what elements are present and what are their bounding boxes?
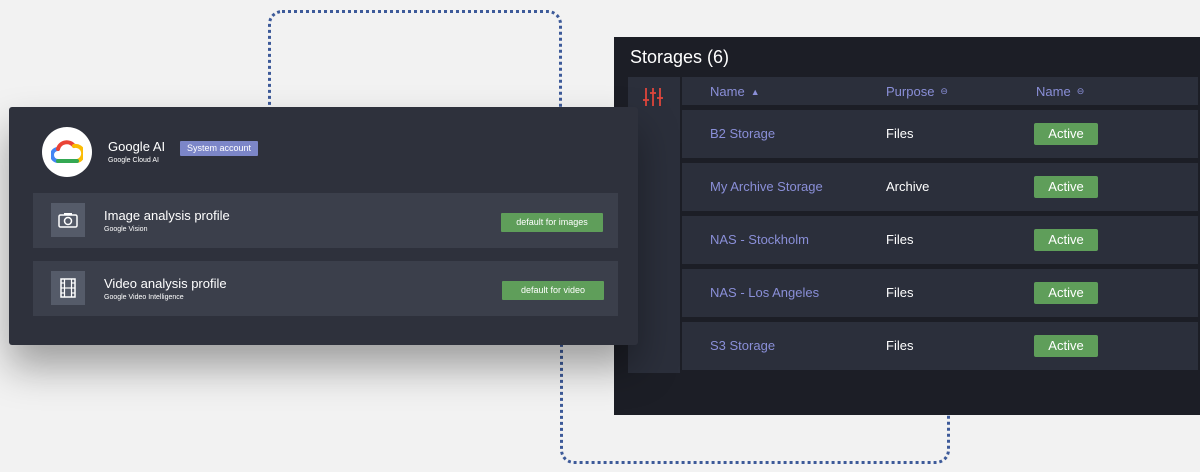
- table-row[interactable]: My Archive Storage Archive Active: [682, 163, 1198, 211]
- profile-row-image[interactable]: Image analysis profile Google Vision def…: [33, 193, 618, 248]
- column-header-purpose[interactable]: Purpose ⊖: [886, 84, 948, 99]
- table-header: Name ▲ Purpose ⊖ Name ⊖: [682, 77, 1198, 105]
- storage-purpose: Files: [886, 232, 914, 247]
- default-for-images-button[interactable]: default for images: [501, 213, 603, 232]
- sort-neutral-icon[interactable]: ⊖: [940, 86, 948, 96]
- column-header-label: Purpose: [886, 84, 935, 99]
- storage-name[interactable]: NAS - Stockholm: [710, 232, 809, 247]
- status-badge: Active: [1034, 229, 1098, 251]
- sort-ascending-icon[interactable]: ▲: [750, 86, 760, 97]
- camera-icon: [51, 203, 85, 237]
- default-for-video-button[interactable]: default for video: [502, 281, 604, 300]
- profile-subtitle: Google Video Intelligence: [104, 294, 184, 301]
- column-header-label: Name: [710, 84, 745, 99]
- storage-name[interactable]: S3 Storage: [710, 338, 776, 353]
- status-badge: Active: [1034, 123, 1098, 145]
- film-icon: [51, 271, 85, 305]
- storage-purpose: Files: [886, 285, 914, 300]
- storage-name[interactable]: My Archive Storage: [710, 179, 823, 194]
- storage-purpose: Files: [886, 338, 914, 353]
- storages-title: Storages (6): [630, 47, 730, 67]
- google-cloud-logo: [42, 127, 92, 177]
- table-row[interactable]: NAS - Stockholm Files Active: [682, 216, 1198, 264]
- account-name: Google AI: [108, 139, 166, 154]
- column-header-name[interactable]: Name ▲: [710, 84, 760, 99]
- system-account-badge: System account: [180, 141, 258, 156]
- status-badge: Active: [1034, 282, 1098, 304]
- profile-subtitle: Google Vision: [104, 226, 148, 233]
- sliders-icon[interactable]: [642, 87, 664, 112]
- ai-account-card: Google AI Google Cloud AI System account…: [9, 107, 638, 345]
- table-row[interactable]: B2 Storage Files Active: [682, 110, 1198, 158]
- status-badge: Active: [1034, 335, 1098, 357]
- status-badge: Active: [1034, 176, 1098, 198]
- column-header-label: Name: [1036, 84, 1071, 99]
- account-subtitle: Google Cloud AI: [108, 157, 159, 164]
- column-header-status[interactable]: Name ⊖: [1036, 84, 1084, 99]
- profile-name: Video analysis profile: [104, 276, 227, 291]
- table-row[interactable]: S3 Storage Files Active: [682, 322, 1198, 370]
- storage-purpose: Archive: [886, 179, 930, 194]
- profile-name: Image analysis profile: [104, 208, 230, 223]
- profile-row-video[interactable]: Video analysis profile Google Video Inte…: [33, 261, 618, 316]
- storage-name[interactable]: B2 Storage: [710, 126, 776, 141]
- storage-purpose: Files: [886, 126, 914, 141]
- table-row[interactable]: NAS - Los Angeles Files Active: [682, 269, 1198, 317]
- storages-panel: Storages (6) Name ▲ Purpose ⊖: [614, 37, 1200, 415]
- sort-neutral-icon[interactable]: ⊖: [1076, 86, 1085, 96]
- storage-name[interactable]: NAS - Los Angeles: [710, 285, 820, 300]
